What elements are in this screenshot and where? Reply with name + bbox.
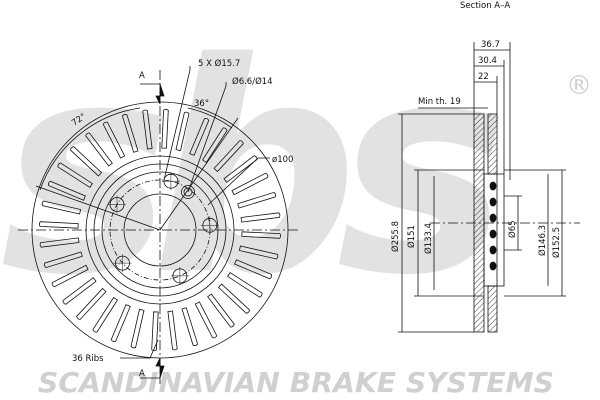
rib <box>194 301 218 339</box>
angle-36-label: 36° <box>194 99 209 109</box>
inner-friction-plate <box>487 113 498 175</box>
angle-36-arc <box>187 107 233 129</box>
section-hole <box>489 229 497 239</box>
locating-hole-counterbore <box>181 185 195 199</box>
rib <box>202 127 228 163</box>
center-bore <box>123 193 197 267</box>
leader-ribs <box>120 339 159 359</box>
locating-hole <box>183 187 193 197</box>
watermark-logo: sbs <box>0 2 499 339</box>
small-holes-label: Ø6.6/Ø14 <box>232 76 273 87</box>
rib <box>175 111 190 152</box>
rib <box>241 231 281 239</box>
rib <box>142 109 153 150</box>
watermark: sbs ® SCANDINAVIAN BRAKE SYSTEMS <box>0 2 592 399</box>
section-title: Section A–A <box>460 1 510 11</box>
rib <box>231 172 269 196</box>
inner-friction-plate-bottom <box>487 285 498 333</box>
rib <box>44 251 83 269</box>
rib <box>48 180 86 201</box>
rib <box>240 212 281 223</box>
section-label-top: A <box>139 71 145 81</box>
leader-pcd <box>207 157 270 206</box>
dim-65: Ø65 <box>507 220 518 238</box>
rib <box>130 308 145 349</box>
rib <box>167 310 178 351</box>
rib <box>92 297 118 333</box>
section-hole <box>489 261 497 271</box>
rib <box>227 272 263 298</box>
section-hole <box>489 245 497 255</box>
rib <box>237 191 276 209</box>
rib <box>57 162 93 188</box>
dim-152-5: Ø152.5 <box>551 227 562 258</box>
rib <box>51 264 89 288</box>
rib <box>110 304 131 342</box>
rib <box>223 155 258 183</box>
angle-72-arc <box>39 107 141 191</box>
rib <box>76 287 107 320</box>
rib <box>39 221 79 229</box>
rib <box>102 121 126 159</box>
section-hole <box>489 213 497 223</box>
min-thickness-label: Min th. 19 <box>418 97 461 107</box>
section-hole <box>489 197 497 207</box>
hat-section <box>483 173 505 287</box>
rib <box>70 146 103 177</box>
section-holes <box>489 181 497 271</box>
rib <box>41 200 82 215</box>
dim-30-4: 30.4 <box>478 56 497 66</box>
front-labels: A A 5 X Ø15.7 Ø6.6/Ø14 36° 72° ø100 36 R… <box>70 58 293 379</box>
dim-22: 22 <box>478 72 489 82</box>
section-labels: Section A–A 36.7 30.4 22 Min th. 19 Ø255… <box>390 1 562 258</box>
ventilation-ribs <box>39 109 281 351</box>
section-arrow-bottom <box>155 357 165 379</box>
section-view <box>398 42 580 333</box>
bolt-holes-label: 5 X Ø15.7 <box>198 58 240 69</box>
rib <box>207 293 235 328</box>
leader-small-holes <box>187 82 227 193</box>
leader-bolt-holes <box>163 66 191 181</box>
rib <box>189 118 210 156</box>
dim-133-4: Ø133.4 <box>423 223 434 254</box>
section-label-bottom: A <box>139 369 145 379</box>
rib <box>238 245 279 260</box>
rib <box>161 109 169 149</box>
section-hole <box>489 181 497 191</box>
registered-mark: ® <box>566 71 592 101</box>
dim-36-7: 36.7 <box>481 40 500 50</box>
rib <box>121 114 139 153</box>
dim-151: Ø151 <box>406 225 417 248</box>
angle-72-ray <box>35 185 161 231</box>
bolt-holes <box>108 172 219 285</box>
rib <box>234 259 272 280</box>
rib <box>213 140 244 173</box>
rib <box>181 307 199 346</box>
rib <box>39 237 80 248</box>
pcd-label: ø100 <box>272 155 293 165</box>
dim-255-8: Ø255.8 <box>390 221 401 252</box>
rib <box>85 132 113 167</box>
dim-146-3: Ø146.3 <box>537 225 548 256</box>
front-view <box>18 66 300 384</box>
ribs-label: 36 Ribs <box>72 354 104 364</box>
angle-36-ray <box>159 117 239 231</box>
section-arrow-top <box>155 83 165 105</box>
rib <box>62 277 97 305</box>
watermark-tagline: SCANDINAVIAN BRAKE SYSTEMS <box>38 366 554 399</box>
rib <box>217 283 250 314</box>
